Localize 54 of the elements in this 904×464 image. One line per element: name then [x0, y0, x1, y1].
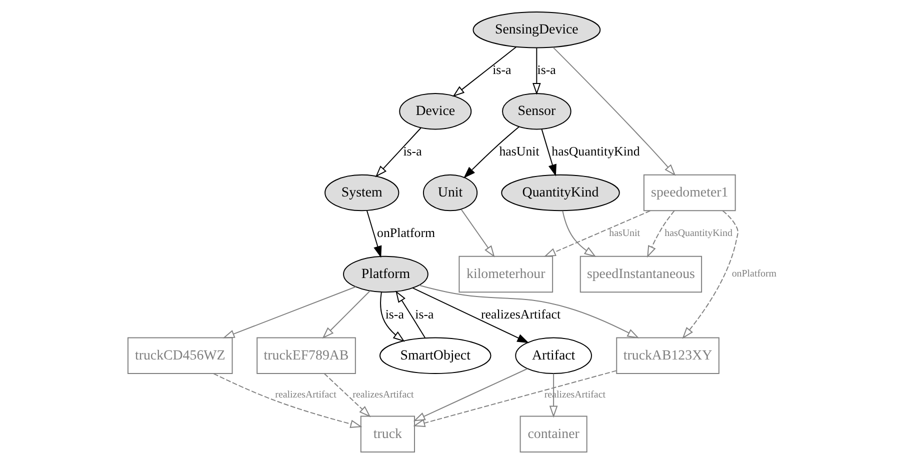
node-ellipse: System [324, 174, 399, 212]
edge-label: is-a [414, 306, 434, 322]
arrow [543, 210, 650, 257]
node-box: speedometer1 [642, 174, 736, 212]
node-ellipse: Sensor [502, 92, 571, 130]
edge-label: realizesArtifact [352, 389, 414, 400]
arrow [682, 210, 738, 339]
arrow [412, 287, 529, 344]
edge-label: is-a [492, 62, 511, 77]
edge-label: realizesArtifact [274, 389, 336, 400]
node-box: truckCD456WZ [126, 337, 232, 374]
edge-label: onPlatform [731, 268, 776, 280]
edge-label: is-a [384, 306, 404, 322]
arrow [418, 284, 639, 338]
edge-label: realizesArtifact [480, 306, 560, 322]
arrow [646, 210, 674, 258]
arrow [562, 210, 596, 258]
arrow [452, 46, 516, 97]
edge-label: is-a [536, 62, 556, 77]
node-ellipse: QuantityKind [500, 174, 620, 212]
node-box: speedInstantaneous [579, 256, 702, 293]
arrow [322, 290, 370, 339]
arrow [412, 370, 616, 428]
node-ellipse: Unit [422, 174, 478, 212]
arrow [532, 48, 540, 95]
node-box: kilometerhour [458, 256, 553, 293]
arrow [540, 128, 556, 176]
arrow [323, 373, 370, 418]
arrow [366, 210, 382, 258]
arrow [463, 126, 520, 178]
edge-label: hasQuantityKind [664, 228, 732, 239]
node-ellipse: Artifact [514, 337, 592, 374]
arrow [222, 286, 356, 338]
node-box: truck [360, 416, 414, 452]
edge-label: is-a [402, 143, 422, 158]
node-box: truckAB123XY [616, 337, 719, 374]
arrow [374, 128, 421, 178]
arrow [460, 208, 494, 258]
node-box: truckEF789AB [256, 337, 356, 374]
edge-label: hasUnit [498, 143, 539, 158]
node-box: container [519, 416, 587, 452]
edge-label: onPlatform [376, 224, 435, 240]
arrow [395, 290, 426, 338]
node-ellipse: Device [398, 92, 472, 130]
arrow [412, 368, 528, 422]
node-ellipse: SensingDevice [472, 12, 600, 48]
arrow [548, 373, 558, 418]
arrow [212, 373, 362, 428]
arrow [380, 292, 404, 342]
node-ellipse: SmartObject [378, 337, 491, 374]
edge-label: hasUnit [608, 228, 640, 239]
arrow [552, 46, 676, 176]
node-ellipse: Platform [342, 256, 428, 293]
edge-label: hasQuantityKind [551, 143, 640, 158]
